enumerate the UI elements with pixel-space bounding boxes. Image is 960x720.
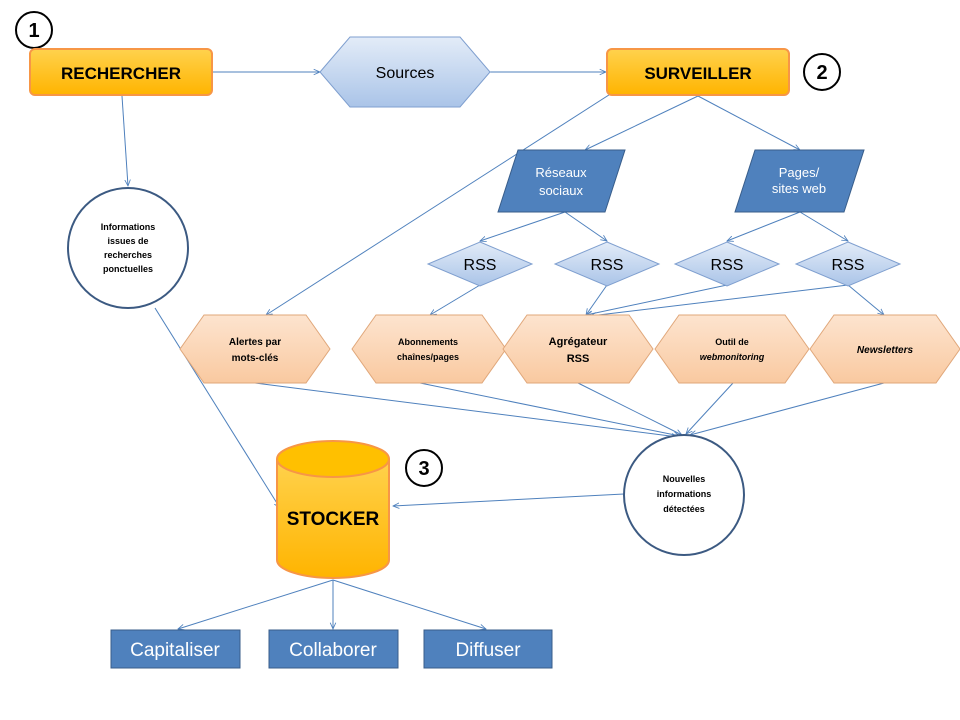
rss-label-3: RSS — [711, 257, 744, 274]
nouvelles-line-3: détectées — [663, 504, 705, 514]
sources-label: Sources — [376, 65, 435, 82]
pages-sites-web-box[interactable]: Pages/ sites web — [734, 149, 865, 213]
edge-reseaux-rss2 — [564, 211, 607, 241]
alertes-hexagon[interactable]: Alertes par mots-clés — [179, 314, 331, 384]
informations-line-3: recherches — [104, 250, 152, 260]
nouvelles-line-1: Nouvelles — [663, 474, 706, 484]
alertes-line-2: mots-clés — [232, 353, 279, 364]
edge-surveiller-alertes — [266, 83, 627, 315]
alertes-line-1: Alertes par — [229, 337, 281, 348]
agregateur-line-1: Agrégateur — [549, 336, 608, 348]
rechercher-label: RECHERCHER — [61, 64, 181, 83]
informations-line-4: ponctuelles — [103, 264, 153, 274]
badge-1: 1 — [15, 11, 53, 49]
reseaux-line-1: Réseaux — [535, 165, 587, 180]
informations-line-1: Informations — [101, 222, 156, 232]
edge-alertes-nouvelles — [254, 382, 678, 437]
outil-line-2: webmonitoring — [700, 352, 765, 362]
collaborer-box[interactable]: Collaborer — [268, 629, 399, 669]
surveiller-label: SURVEILLER — [644, 64, 751, 83]
reseaux-sociaux-box[interactable]: Réseaux sociaux — [497, 149, 626, 213]
collaborer-label: Collaborer — [289, 640, 377, 661]
rss-diamond-1[interactable]: RSS — [426, 241, 534, 287]
informations-circle[interactable]: Informations issues de recherches ponctu… — [67, 187, 189, 309]
pages-line-1: Pages/ — [779, 165, 820, 180]
rss-diamond-2[interactable]: RSS — [553, 241, 661, 287]
abonnements-line-2: chaînes/pages — [397, 352, 459, 362]
edge-newsletters-nouvelles — [690, 382, 885, 435]
badge-3: 3 — [405, 449, 443, 487]
edge-pages-rss4 — [799, 211, 848, 241]
edge-informations-stocker — [154, 307, 280, 508]
edge-outil-nouvelles — [686, 382, 734, 434]
edge-nouvelles-stocker — [393, 493, 625, 506]
rss-label-2: RSS — [591, 257, 624, 274]
badge-2-label: 2 — [816, 62, 827, 84]
edge-reseaux-rss1 — [480, 211, 566, 241]
outil-hexagon[interactable]: Outil de webmonitoring — [654, 314, 810, 384]
capitaliser-box[interactable]: Capitaliser — [110, 629, 241, 669]
rechercher-box[interactable]: RECHERCHER — [29, 48, 213, 96]
edge-rss2-agregateur — [586, 284, 608, 315]
edge-surveiller-reseaux — [585, 95, 699, 151]
edge-agregateur-nouvelles — [577, 382, 682, 435]
badge-1-label: 1 — [28, 20, 39, 42]
edge-surveiller-pages — [697, 95, 800, 150]
sources-hexagon[interactable]: Sources — [319, 36, 491, 108]
capitaliser-label: Capitaliser — [130, 640, 220, 661]
edge-abonnements-nouvelles — [419, 382, 680, 436]
badge-2: 2 — [803, 53, 841, 91]
rss-label-4: RSS — [832, 257, 865, 274]
surveiller-box[interactable]: SURVEILLER — [606, 48, 790, 96]
rss-diamond-4[interactable]: RSS — [794, 241, 902, 287]
edge-rss3-agregateur — [586, 284, 728, 315]
edges — [121, 72, 885, 629]
edge-rss4-newsletters — [847, 284, 884, 315]
nouvelles-circle[interactable]: Nouvelles informations détectées — [623, 434, 745, 556]
badge-3-label: 3 — [418, 458, 429, 480]
edge-rechercher-informations — [121, 95, 128, 186]
newsletters-hexagon[interactable]: Newsletters — [809, 314, 960, 384]
edge-rss1-abonnements — [430, 284, 481, 315]
rss-label-1: RSS — [464, 257, 497, 274]
reseaux-line-2: sociaux — [539, 183, 584, 198]
diffuser-label: Diffuser — [455, 640, 521, 661]
pages-line-2: sites web — [772, 181, 826, 196]
edge-stocker-capitaliser — [178, 579, 334, 629]
abonnements-line-1: Abonnements — [398, 337, 458, 347]
edge-rss4-agregateur — [590, 284, 849, 316]
newsletters-label: Newsletters — [857, 345, 914, 356]
agregateur-hexagon[interactable]: Agrégateur RSS — [502, 314, 654, 384]
nouvelles-line-2: informations — [657, 489, 712, 499]
abonnements-hexagon[interactable]: Abonnements chaînes/pages — [351, 314, 507, 384]
outil-line-1: Outil de — [715, 337, 749, 347]
stocker-label: STOCKER — [287, 509, 380, 530]
edge-stocker-diffuser — [332, 579, 486, 629]
agregateur-line-2: RSS — [567, 353, 590, 365]
informations-line-2: issues de — [107, 236, 148, 246]
stocker-cylinder[interactable]: STOCKER — [276, 440, 390, 579]
rss-diamond-3[interactable]: RSS — [673, 241, 781, 287]
edge-pages-rss3 — [727, 211, 801, 241]
diffuser-box[interactable]: Diffuser — [423, 629, 553, 669]
